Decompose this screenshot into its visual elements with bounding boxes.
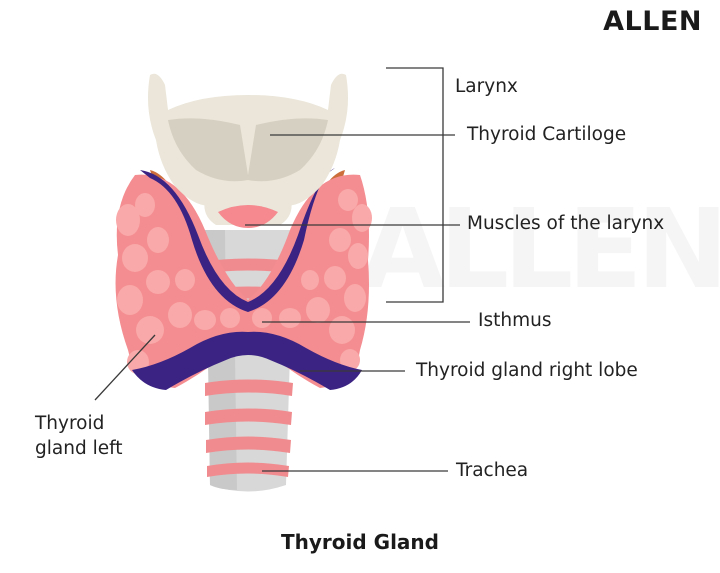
larynx-bracket <box>386 67 444 303</box>
label-thyroid-cartilage: Thyroid Cartiloge <box>467 124 627 145</box>
label-right-lobe: Thyroid gland right lobe <box>416 360 638 381</box>
brand-logo: ALLEN <box>603 6 702 37</box>
label-trachea: Trachea <box>456 460 529 481</box>
label-muscles-larynx: Muscles of the larynx <box>467 213 665 234</box>
label-left-lobe-line2: gland left <box>35 438 123 459</box>
thyroid-cartilage <box>148 73 348 228</box>
left-lobe-leader <box>94 334 156 401</box>
label-left-lobe-line1: Thyroid <box>35 413 105 434</box>
label-isthmus: Isthmus <box>478 310 552 331</box>
thyroid-gland <box>115 168 372 390</box>
diagram-caption: Thyroid Gland <box>281 530 439 554</box>
label-larynx: Larynx <box>455 76 518 97</box>
